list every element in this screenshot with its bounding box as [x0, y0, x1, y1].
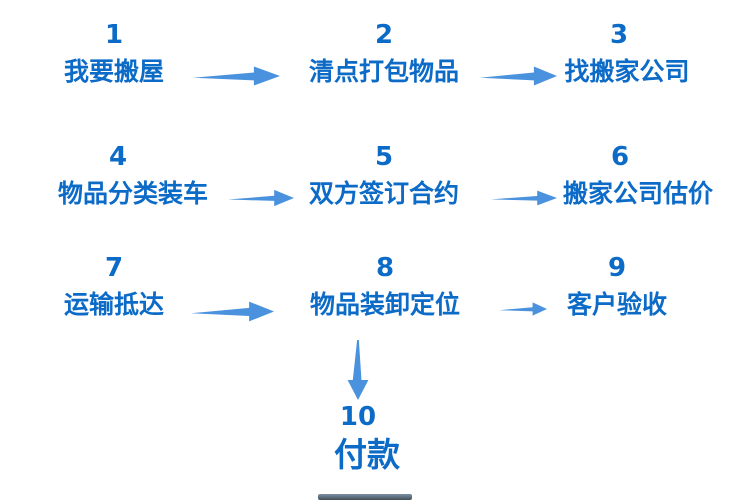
- step-4: 4 物品分类装车: [33, 142, 233, 209]
- arrow-2-to-3-icon: [480, 66, 557, 86]
- cropped-element-bottom: [318, 494, 412, 500]
- step-label: 付款: [334, 435, 400, 474]
- arrow-1-to-2-icon: [193, 66, 280, 86]
- step-10: 10 付款: [288, 402, 428, 474]
- step-label: 客户验收: [566, 290, 667, 319]
- arrow-8-to-9-icon: [499, 302, 547, 316]
- step-number: 1: [104, 20, 124, 50]
- step-number: 2: [374, 20, 394, 50]
- step-label: 物品分类装车: [57, 179, 208, 208]
- step-label: 搬家公司估价: [562, 179, 713, 208]
- step-7: 7 运输抵达: [14, 253, 214, 320]
- step-number: 10: [339, 402, 377, 432]
- step-3: 3 找搬家公司: [527, 20, 727, 87]
- step-9: 9 客户验收: [517, 253, 717, 320]
- arrow-7-to-8-icon: [191, 301, 274, 322]
- step-number: 7: [104, 253, 124, 283]
- step-1: 1 我要搬屋: [14, 20, 214, 87]
- step-6: 6 搬家公司估价: [538, 142, 738, 209]
- step-label: 物品装卸定位: [309, 290, 460, 319]
- step-number: 3: [609, 20, 629, 50]
- step-number: 4: [108, 142, 128, 172]
- step-label: 双方签订合约: [308, 179, 459, 208]
- step-number: 8: [375, 253, 395, 283]
- step-label: 清点打包物品: [308, 57, 459, 86]
- step-label: 我要搬屋: [63, 57, 164, 86]
- step-number: 6: [610, 142, 630, 172]
- arrow-8-to-10-down-icon: [347, 340, 369, 400]
- arrow-4-to-5-icon: [228, 189, 294, 207]
- step-label: 运输抵达: [63, 290, 164, 319]
- step-label: 找搬家公司: [564, 57, 690, 86]
- arrow-5-to-6-icon: [491, 190, 557, 206]
- step-number: 5: [374, 142, 394, 172]
- step-2: 2 清点打包物品: [284, 20, 484, 87]
- step-number: 9: [607, 253, 627, 283]
- step-5: 5 双方签订合约: [284, 142, 484, 209]
- step-8: 8 物品装卸定位: [285, 253, 485, 320]
